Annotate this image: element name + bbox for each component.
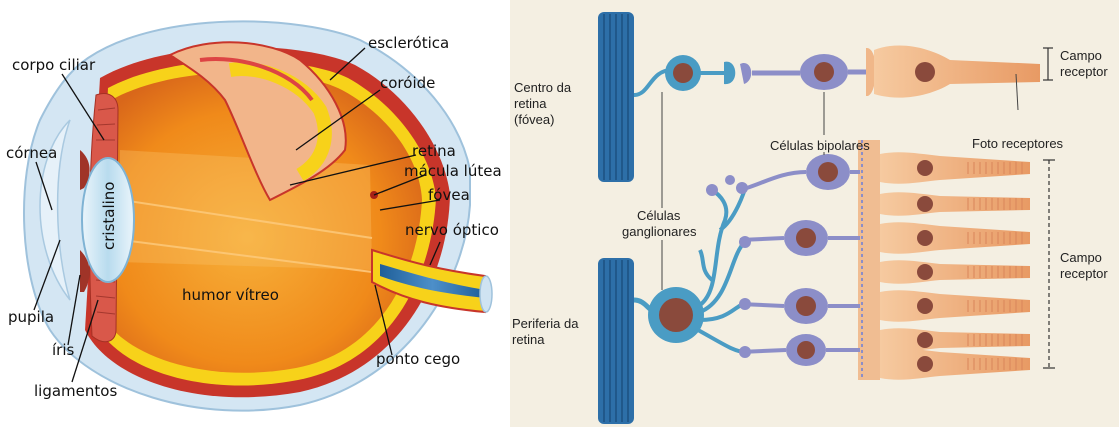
label-centro-line3: (fóvea) (514, 112, 554, 127)
label-fotoreceptores: Foto receptores (972, 136, 1064, 151)
label-campo-bottom-line1: Campo (1060, 250, 1102, 265)
label-bipolares: Células bipolares (770, 138, 870, 153)
label-pupila: pupila (8, 308, 54, 326)
label-fovea: fóvea (428, 186, 470, 204)
retina-cells-diagram: Centro da retina (fóvea) Periferia da re… (510, 0, 1119, 427)
eye-anatomy-diagram: esclerótica corpo ciliar coróide retina … (6, 21, 502, 410)
label-cornea: córnea (6, 144, 57, 162)
label-periferia-line1: Periferia da (512, 316, 579, 331)
label-centro-line2: retina (514, 96, 547, 111)
label-esclerotica: esclerótica (368, 34, 449, 52)
label-campo-bottom-line2: receptor (1060, 266, 1108, 281)
label-macula-lutea: mácula lútea (404, 162, 502, 180)
label-nervo-optico: nervo óptico (405, 221, 499, 239)
label-campo-top-line1: Campo (1060, 48, 1102, 63)
nerve-bundle-bottom (598, 258, 634, 424)
label-humor-vitreo: humor vítreo (182, 286, 279, 304)
label-ganglionares-line1: Células (637, 208, 681, 223)
label-corpo-ciliar: corpo ciliar (12, 56, 96, 74)
label-coroide: coróide (380, 74, 435, 92)
label-ganglionares-line2: ganglionares (622, 224, 697, 239)
label-centro-line1: Centro da (514, 80, 572, 95)
label-ligamentos: ligamentos (34, 382, 117, 400)
label-ponto-cego: ponto cego (376, 350, 460, 368)
label-periferia-line2: retina (512, 332, 545, 347)
label-iris: íris (52, 341, 75, 359)
label-campo-top-line2: receptor (1060, 64, 1108, 79)
label-retina: retina (412, 142, 456, 160)
label-cristalino: cristalino (100, 182, 118, 251)
nerve-bundle-top (598, 12, 634, 182)
